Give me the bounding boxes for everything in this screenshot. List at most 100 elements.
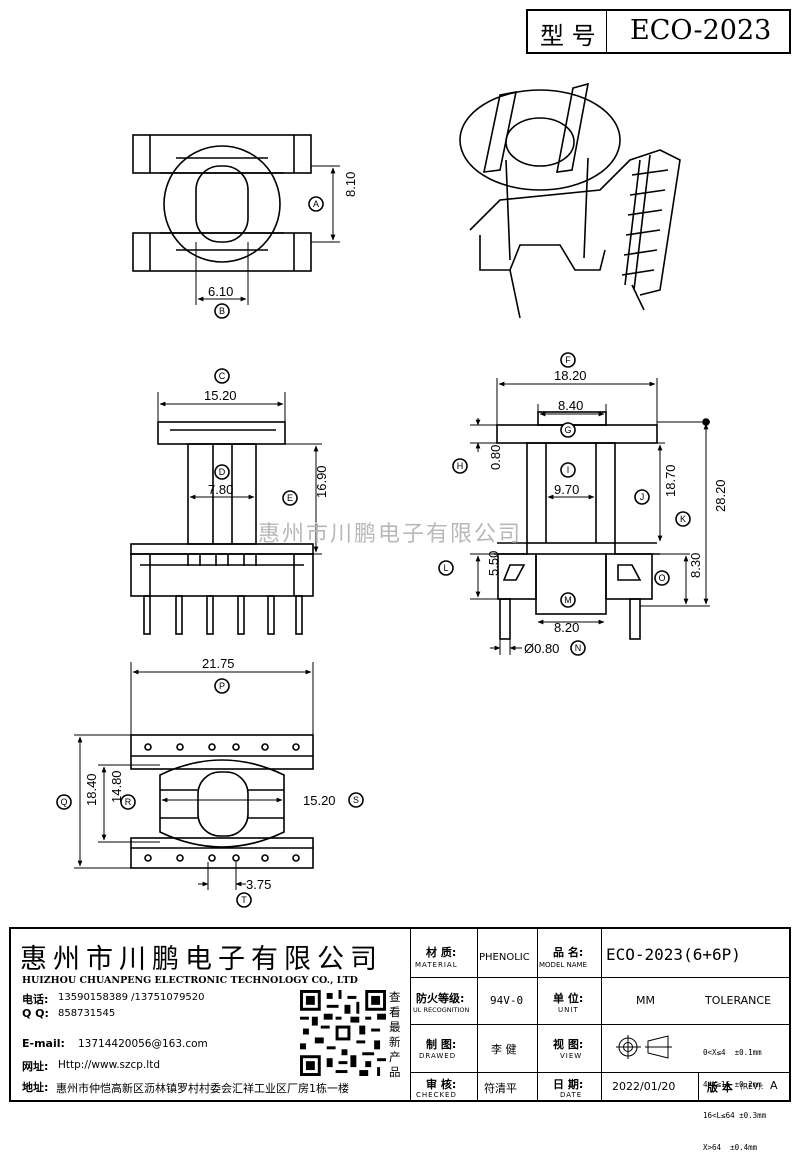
front-view	[130, 368, 322, 635]
drawn-value: 李 健	[491, 1043, 517, 1056]
tag-b: B	[219, 306, 225, 316]
dim-f-value: 18.20	[554, 368, 587, 383]
tolerance-header: TOLERANCE	[705, 994, 772, 1007]
tag-h: H	[457, 461, 464, 471]
title-block	[9, 927, 791, 1102]
top-view	[132, 134, 340, 319]
dim-i-value: 9.70	[554, 482, 579, 497]
revision-value: A	[770, 1079, 778, 1092]
tb-row-1	[410, 977, 791, 978]
address-label: 地址:	[22, 1081, 49, 1094]
tag-j: J	[640, 492, 645, 502]
tag-a: A	[313, 199, 319, 209]
tolerance-row-3: 16<L≤64 ±0.3mm	[703, 1111, 767, 1120]
web-value: Http://www.szcp.ltd	[58, 1059, 161, 1071]
unit-value: MM	[636, 994, 655, 1007]
unit-label-en: UNIT	[558, 1006, 579, 1014]
email-label: E-mail:	[22, 1037, 65, 1050]
tag-m: M	[564, 595, 572, 605]
tag-g: G	[564, 425, 571, 435]
tag-r: R	[125, 797, 132, 807]
tag-q: Q	[60, 797, 67, 807]
type-label: 型 号	[540, 22, 596, 50]
model-name-label-en: MODEL NAME	[539, 961, 587, 969]
dim-q-value: 18.40	[84, 773, 99, 806]
tolerance-row-4: X>64 ±0.4mm	[703, 1142, 758, 1152]
watermark-text: 惠州市川鹏电子有限公司	[258, 522, 523, 547]
tag-l: L	[443, 563, 448, 573]
date-label-cn: 日 期:	[553, 1078, 584, 1091]
material-label-en: MATERIAL	[415, 961, 458, 969]
material-label-cn: 材 质:	[426, 946, 457, 959]
qr-code	[300, 990, 386, 1076]
unit-label-cn: 单 位:	[553, 992, 584, 1005]
tag-i: I	[567, 465, 570, 475]
tb-col-4	[601, 928, 602, 1101]
tb-col-1	[410, 928, 411, 1101]
ul-label-en: UL RECOGNITION	[413, 1006, 470, 1014]
model-header-box	[526, 9, 791, 54]
view-label-cn: 视 图:	[553, 1038, 584, 1051]
revision-label: 版 本	[707, 1081, 733, 1094]
tag-e: E	[287, 493, 293, 503]
dim-b-value: 6.10	[208, 284, 233, 299]
web-label: 网址:	[22, 1060, 49, 1073]
ul-label-cn: 防火等级:	[416, 992, 465, 1005]
tb-col-3	[537, 928, 538, 1101]
date-label-en: DATE	[560, 1091, 583, 1099]
model-header-divider	[606, 10, 607, 53]
date-value: 2022/01/20	[612, 1080, 676, 1093]
model-name-value: ECO-2023(6+6P)	[606, 945, 741, 964]
tag-o: O	[658, 573, 665, 583]
dim-k-value: 28.20	[713, 479, 728, 512]
material-value: PHENOLIC	[479, 952, 530, 963]
company-name-cn: 惠州市川鹏电子有限公司	[20, 944, 383, 975]
tb-row-2	[410, 1024, 791, 1025]
qq-value: 858731545	[58, 1008, 116, 1019]
ul-value: 94V-0	[490, 994, 524, 1007]
tb-row-3	[410, 1072, 791, 1073]
phone-value: 13590158389 /13751079520	[58, 992, 205, 1003]
tag-d: D	[219, 467, 226, 477]
address-value: 惠州市仲恺高新区沥林镇罗村村委会汇祥工业区厂房1栋一楼	[56, 1082, 349, 1095]
projection-symbol-icon	[616, 1035, 672, 1059]
tag-k: K	[680, 514, 686, 524]
dim-m-value: 8.20	[554, 620, 579, 635]
dim-r-value: 14.80	[109, 770, 124, 803]
checked-value: 符清平	[484, 1082, 517, 1095]
isometric-view	[459, 82, 681, 319]
tag-c: C	[219, 371, 226, 381]
dim-t-value: 3.75	[246, 877, 271, 892]
email-value: 13714420056@163.com	[78, 1038, 208, 1050]
tag-p: P	[219, 681, 225, 691]
dim-g-value: 8.40	[558, 398, 583, 413]
dim-s-value: 15.20	[303, 793, 336, 808]
dim-l-value: 5.50	[486, 551, 501, 576]
revision-label-small: (REV):	[740, 1082, 764, 1091]
tolerance-row-2: 4<X≤16 ±0.2mm	[703, 1079, 762, 1089]
bottom-view	[56, 662, 364, 908]
dim-n-value: Ø0.80	[524, 641, 559, 656]
checked-label-cn: 审 核:	[426, 1078, 457, 1091]
phone-label: 电话:	[22, 993, 49, 1006]
tag-f: F	[565, 355, 571, 365]
view-label-en: VIEW	[560, 1052, 583, 1060]
tolerance-row-1: 0<X≤4 ±0.1mm	[703, 1048, 762, 1057]
drawn-label-en: DRAWED	[419, 1052, 457, 1060]
qr-caption: 查看最新产品	[389, 990, 401, 1079]
technical-drawing: 8.10 6.10 15.20 7.80 16.90 18.20 8.40 0.…	[56, 82, 728, 908]
dim-e-value: 16.90	[314, 465, 329, 498]
qq-label: Q Q:	[22, 1007, 49, 1020]
tag-n: N	[575, 643, 582, 653]
dim-d-value: 7.80	[208, 482, 233, 497]
dim-p-value: 21.75	[202, 656, 235, 671]
dim-h-value: 0.80	[488, 445, 503, 470]
tolerance-table: 0<X≤4 ±0.1mm 4<X≤16 ±0.2mm 16<L≤64 ±0.3m…	[703, 1027, 766, 1164]
dim-a-value: 8.10	[343, 172, 358, 197]
tag-t: T	[241, 895, 247, 905]
checked-label-en: CHECKED	[416, 1091, 457, 1099]
model-number: ECO-2023	[630, 15, 772, 46]
dim-j-value: 18.70	[663, 464, 678, 497]
drawn-label-cn: 制 图:	[426, 1038, 457, 1051]
model-name-label-cn: 品 名:	[553, 946, 584, 959]
